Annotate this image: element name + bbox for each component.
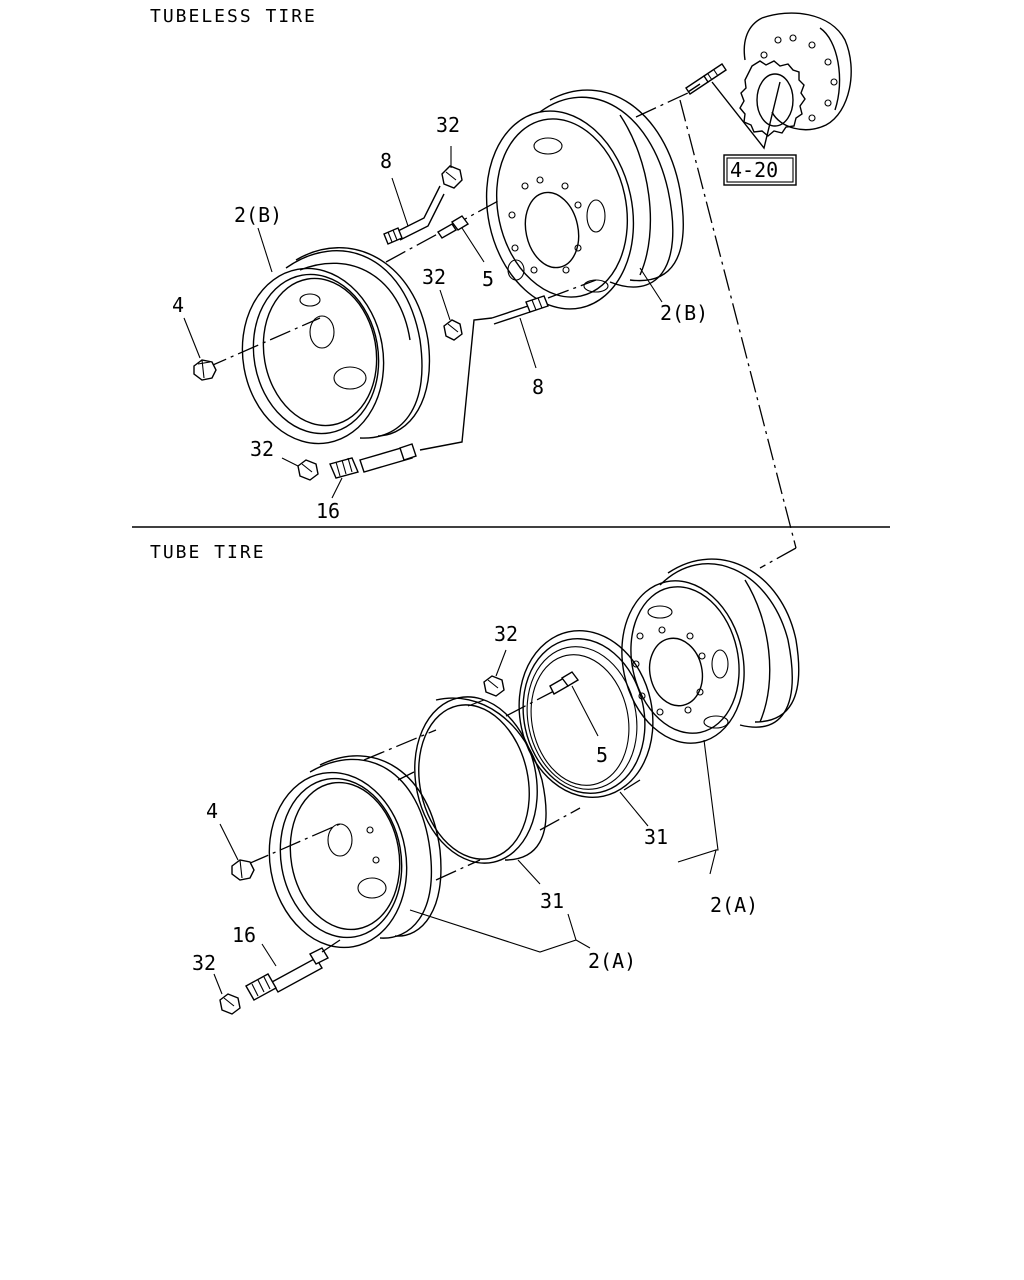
tube-axis-lower-a — [435, 859, 481, 881]
hub-bolt — [685, 63, 727, 95]
tubeless-valve-cap-top: 32 — [436, 113, 463, 189]
tube-rim-left — [268, 755, 442, 949]
tubeless-rim-right-leader — [639, 267, 663, 303]
tubeless-nut: 4 — [172, 293, 217, 381]
tube-rim-right-callout: 2(A) — [710, 893, 758, 917]
tubeless-tire-title: TUBELESS TIRE — [150, 6, 317, 27]
tube-ring-right-leader — [619, 791, 649, 827]
tubeless-extension-top-callout: 8 — [380, 149, 392, 173]
axis-line-hub — [635, 91, 691, 118]
tube-valve-extension-callout: 16 — [232, 923, 256, 947]
tube-nut-callout: 4 — [206, 799, 218, 823]
tube-axis-lower-b — [539, 807, 581, 831]
axis-line-tube — [759, 547, 797, 569]
tubeless-valve-cap-mid-callout: 32 — [422, 265, 446, 289]
tubeless-rim-right-callout: 2(B) — [660, 301, 708, 325]
tubeless-extension-bottom-callout: 8 — [532, 375, 544, 399]
tubeless-valve-cap-top-callout: 32 — [436, 113, 460, 137]
tube-axis-upper-b — [505, 689, 557, 717]
tube-ring-left — [414, 696, 547, 864]
tube-valve-callout: 5 — [596, 743, 608, 767]
tubeless-nut-callout: 4 — [172, 293, 184, 317]
tube-valve-cap-bottom-callout: 32 — [192, 951, 216, 975]
tube-rim-left-callout: 2(A) — [588, 949, 636, 973]
tube-ring-left-leader — [517, 859, 541, 885]
wheel-hub — [739, 12, 852, 137]
tubeless-valve-extension-long: 16 — [316, 317, 493, 523]
tube-axis-nut — [247, 823, 341, 865]
tubeless-rim-left — [241, 247, 431, 445]
tube-ring-left-callout: 31 — [540, 889, 564, 913]
tubeless-valve-extension-long-callout: 16 — [316, 499, 340, 523]
tube-ring-right — [518, 629, 654, 799]
tubeless-extension-top: 8 — [380, 149, 445, 245]
axis-line-nut — [205, 317, 321, 369]
tube-rim-left-leader — [409, 909, 591, 953]
reference-box: 4-20 — [711, 81, 797, 186]
axis-line-vertical — [679, 99, 797, 549]
tube-valve-cap-top-callout: 32 — [494, 622, 518, 646]
tubeless-valve-callout: 5 — [482, 267, 494, 291]
reference-label: 4-20 — [730, 158, 778, 182]
tube-nut: 4 — [206, 799, 255, 881]
tube-axis-upper-a — [363, 729, 437, 761]
tube-ring-right-callout: 31 — [644, 825, 668, 849]
tube-rim-right-leader — [677, 739, 719, 875]
tubeless-rim-right — [485, 89, 684, 310]
tubeless-valve: 5 — [437, 215, 494, 291]
tube-tire-title: TUBE TIRE — [150, 542, 266, 563]
tubeless-valve-cap-bottom-callout: 32 — [250, 437, 274, 461]
tubeless-valve-cap-bottom: 32 — [250, 437, 319, 481]
tubeless-rim-left-leader — [257, 227, 273, 273]
tubeless-extension-bottom: 8 — [491, 279, 597, 399]
tube-axis-mid — [397, 771, 415, 781]
tube-axis-lower-c — [623, 779, 641, 791]
tube-rim-right — [621, 558, 800, 744]
tubeless-rim-left-callout: 2(B) — [234, 203, 282, 227]
tube-valve-extension: 16 — [232, 923, 341, 1001]
tube-valve-cap-top: 32 — [483, 622, 518, 697]
tubeless-valve-cap-mid: 32 — [422, 265, 463, 341]
tube-valve-cap-bottom: 32 — [192, 951, 241, 1015]
tube-valve: 5 — [549, 671, 608, 767]
